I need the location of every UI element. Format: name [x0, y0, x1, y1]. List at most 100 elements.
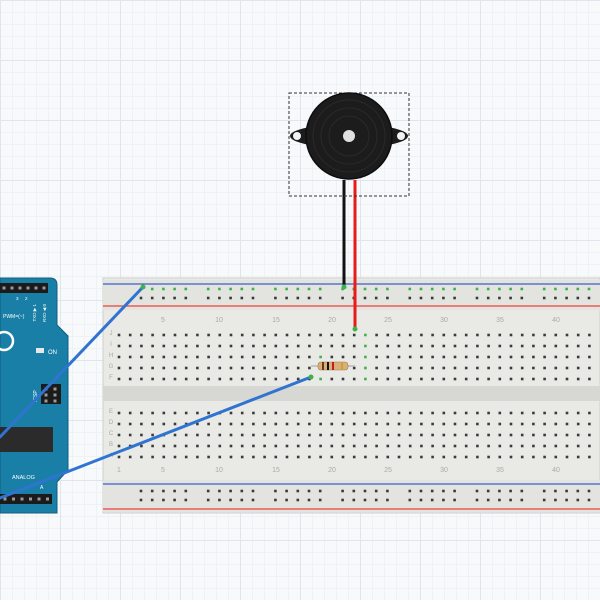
breadboard-hole[interactable] [520, 333, 524, 337]
breadboard-hole[interactable] [453, 355, 457, 359]
breadboard-hole[interactable] [240, 411, 244, 415]
rail-hole[interactable] [173, 287, 176, 291]
rail-hole[interactable] [408, 489, 412, 493]
rail-hole[interactable] [442, 287, 445, 291]
breadboard-hole[interactable] [252, 444, 255, 448]
breadboard-hole[interactable] [330, 344, 334, 348]
rail-hole[interactable] [386, 498, 389, 502]
breadboard-hole[interactable] [285, 333, 289, 337]
breadboard-hole[interactable] [464, 366, 468, 370]
rail-hole[interactable] [374, 498, 378, 502]
header-pin[interactable] [34, 286, 38, 290]
breadboard-hole[interactable] [128, 377, 132, 381]
breadboard-hole[interactable] [140, 411, 143, 415]
breadboard-hole[interactable] [184, 433, 188, 437]
breadboard-hole[interactable] [375, 444, 378, 448]
rail-hole[interactable] [240, 489, 244, 493]
breadboard-hole[interactable] [420, 344, 423, 348]
breadboard-hole[interactable] [464, 333, 468, 337]
breadboard-hole[interactable] [229, 333, 233, 337]
breadboard-hole[interactable] [162, 344, 166, 348]
rail-hole[interactable] [498, 287, 501, 291]
breadboard-hole[interactable] [341, 377, 345, 381]
breadboard-hole[interactable] [240, 422, 244, 426]
rail-hole[interactable] [184, 287, 188, 291]
breadboard-hole[interactable] [117, 455, 121, 459]
breadboard-hole[interactable] [420, 433, 423, 437]
breadboard-hole[interactable] [341, 433, 345, 437]
breadboard-hole[interactable] [576, 344, 580, 348]
header-pin[interactable] [46, 497, 49, 501]
breadboard-hole[interactable] [162, 333, 166, 337]
breadboard-hole[interactable] [543, 377, 546, 381]
breadboard-hole[interactable] [520, 444, 524, 448]
breadboard-hole[interactable] [520, 377, 524, 381]
rail-hole[interactable] [162, 296, 165, 300]
breadboard-hole[interactable] [117, 411, 121, 415]
breadboard-hole[interactable] [274, 355, 278, 359]
rail-hole[interactable] [184, 296, 188, 300]
breadboard-hole[interactable] [576, 377, 580, 381]
breadboard-hole[interactable] [173, 422, 177, 426]
breadboard-hole[interactable] [520, 355, 524, 359]
breadboard-hole[interactable] [240, 455, 244, 459]
breadboard-hole[interactable] [207, 411, 210, 415]
header-pin[interactable] [37, 497, 41, 501]
breadboard-hole[interactable] [207, 333, 210, 337]
breadboard-hole[interactable] [565, 355, 569, 359]
rail-hole[interactable] [419, 296, 423, 300]
breadboard-hole[interactable] [576, 366, 580, 370]
breadboard-hole[interactable] [487, 433, 490, 437]
breadboard-hole[interactable] [296, 433, 300, 437]
breadboard-hole[interactable] [532, 344, 535, 348]
breadboard-hole[interactable] [554, 366, 558, 370]
breadboard-hole[interactable] [240, 333, 244, 337]
breadboard-hole[interactable] [252, 355, 255, 359]
rail-hole[interactable] [509, 296, 512, 300]
breadboard-hole[interactable] [128, 422, 132, 426]
rail-hole[interactable] [318, 498, 322, 502]
header-pin[interactable] [42, 286, 46, 290]
breadboard-hole[interactable] [453, 433, 457, 437]
breadboard-hole[interactable] [498, 455, 502, 459]
breadboard-hole[interactable] [341, 422, 345, 426]
breadboard-hole[interactable] [543, 455, 546, 459]
rail-hole[interactable] [307, 296, 311, 300]
wire-endpoint[interactable] [341, 284, 347, 290]
breadboard-hole[interactable] [218, 366, 222, 370]
rail-hole[interactable] [565, 287, 568, 291]
rail-hole[interactable] [240, 296, 244, 300]
rail-hole[interactable] [162, 489, 165, 493]
rail-hole[interactable] [587, 287, 591, 291]
breadboard-hole[interactable] [196, 377, 199, 381]
breadboard-hole[interactable] [386, 411, 390, 415]
breadboard-hole[interactable] [207, 366, 210, 370]
breadboard-hole[interactable] [296, 344, 300, 348]
breadboard-hole[interactable] [386, 377, 390, 381]
rail-hole[interactable] [173, 498, 176, 502]
breadboard-hole[interactable] [431, 333, 434, 337]
breadboard-hole[interactable] [554, 333, 558, 337]
breadboard-hole[interactable] [352, 433, 356, 437]
breadboard-hole[interactable] [117, 333, 121, 337]
breadboard-hole[interactable] [420, 355, 423, 359]
breadboard-hole[interactable] [229, 411, 233, 415]
breadboard-hole[interactable] [375, 455, 378, 459]
rail-hole[interactable] [318, 287, 322, 291]
breadboard-hole[interactable] [308, 411, 311, 415]
breadboard-hole[interactable] [431, 455, 434, 459]
breadboard-hole[interactable] [397, 344, 401, 348]
breadboard-hole[interactable] [341, 444, 345, 448]
breadboard-hole[interactable] [151, 344, 154, 348]
breadboard-hole[interactable] [218, 444, 222, 448]
breadboard-hole[interactable] [263, 433, 266, 437]
breadboard-hole[interactable] [543, 422, 546, 426]
rail-hole[interactable] [442, 489, 445, 493]
breadboard-hole[interactable] [274, 455, 278, 459]
arduino-uno-board[interactable]: 3 2 PWM=(~) TXD ▶ 1 RXD ◀ 0 ON ICSP ANAL… [0, 277, 69, 514]
breadboard-hole[interactable] [117, 366, 121, 370]
breadboard-hole[interactable] [341, 333, 345, 337]
breadboard-hole[interactable] [408, 422, 412, 426]
rail-hole[interactable] [442, 498, 445, 502]
breadboard-hole[interactable] [162, 444, 166, 448]
